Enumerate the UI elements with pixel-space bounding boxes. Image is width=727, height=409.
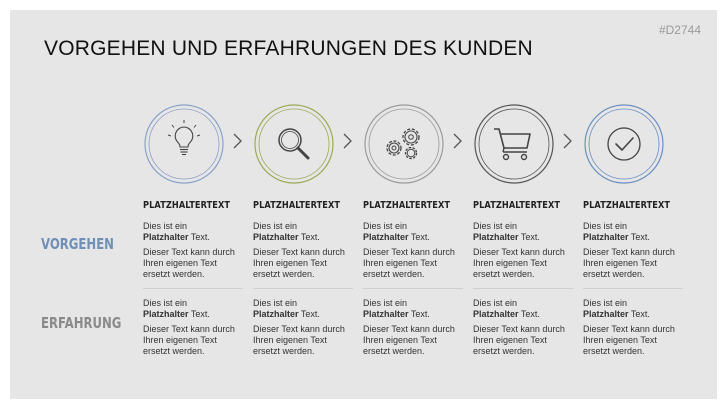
- text-tail: Text.: [518, 232, 540, 242]
- step-column: PLATZHALTERTEXT Dies ist ein Platzhalter…: [583, 200, 683, 357]
- bold-word: Platzhalter: [473, 232, 519, 242]
- text-line: Platzhalter Text.: [583, 309, 683, 320]
- text-paragraph: Dieser Text kann durch Ihren eigenen Tex…: [583, 247, 675, 279]
- erfahrung-text: Dies ist ein Platzhalter Text. Dieser Te…: [143, 298, 243, 357]
- step-heading: PLATZHALTERTEXT: [143, 200, 231, 211]
- lightbulb-icon: [144, 104, 224, 184]
- vorgehen-text: Dies ist ein Platzhalter Text. Dieser Te…: [363, 221, 463, 280]
- text-paragraph: Dieser Text kann durch Ihren eigenen Tex…: [143, 247, 235, 279]
- bold-word: Platzhalter: [583, 309, 629, 319]
- chevron-right-icon: [343, 133, 352, 149]
- text-paragraph: Dieser Text kann durch Ihren eigenen Tex…: [363, 247, 455, 279]
- gears-icon: [364, 104, 444, 184]
- text-line: Platzhalter Text.: [473, 309, 573, 320]
- bold-word: Platzhalter: [253, 232, 299, 242]
- magnifier-icon: [254, 104, 334, 184]
- bold-word: Platzhalter: [143, 232, 189, 242]
- vorgehen-text: Dies ist ein Platzhalter Text. Dieser Te…: [583, 221, 683, 280]
- text-paragraph: Dieser Text kann durch Ihren eigenen Tex…: [253, 247, 345, 279]
- text-line: Dies ist ein: [583, 298, 628, 308]
- text-paragraph: Dieser Text kann durch Ihren eigenen Tex…: [583, 324, 675, 356]
- bold-word: Platzhalter: [363, 232, 409, 242]
- separator: [363, 288, 463, 289]
- shopping-cart-icon: [474, 104, 554, 184]
- text-paragraph: Dieser Text kann durch Ihren eigenen Tex…: [363, 324, 455, 356]
- step-heading: PLATZHALTERTEXT: [253, 200, 341, 211]
- text-paragraph: Dieser Text kann durch Ihren eigenen Tex…: [143, 324, 235, 356]
- chevron-right-icon: [233, 133, 242, 149]
- step-3-icon-circle: [363, 103, 445, 185]
- text-tail: Text.: [298, 232, 320, 242]
- erfahrung-text: Dies ist ein Platzhalter Text. Dieser Te…: [583, 298, 683, 357]
- step-column: PLATZHALTERTEXT Dies ist ein Platzhalter…: [363, 200, 463, 357]
- text-line: Platzhalter Text.: [363, 309, 463, 320]
- step-heading: PLATZHALTERTEXT: [473, 200, 561, 211]
- separator: [253, 288, 353, 289]
- step-4-icon-circle: [473, 103, 555, 185]
- text-tail: Text.: [408, 309, 430, 319]
- text-tail: Text.: [408, 232, 430, 242]
- step-column: PLATZHALTERTEXT Dies ist ein Platzhalter…: [253, 200, 353, 357]
- vorgehen-text: Dies ist ein Platzhalter Text. Dieser Te…: [473, 221, 573, 280]
- bold-word: Platzhalter: [473, 309, 519, 319]
- text-line: Dies ist ein: [363, 298, 408, 308]
- text-paragraph: Dieser Text kann durch Ihren eigenen Tex…: [473, 324, 565, 356]
- text-line: Dies ist ein: [143, 298, 188, 308]
- text-line: Platzhalter Text.: [143, 232, 243, 243]
- text-line: Dies ist ein: [363, 221, 408, 231]
- chevron-right-icon: [563, 133, 572, 149]
- text-line: Platzhalter Text.: [473, 232, 573, 243]
- vorgehen-text: Dies ist ein Platzhalter Text. Dieser Te…: [253, 221, 353, 280]
- row-label-vorgehen: VORGEHEN: [41, 235, 114, 253]
- text-tail: Text.: [188, 232, 210, 242]
- erfahrung-text: Dies ist ein Platzhalter Text. Dieser Te…: [473, 298, 573, 357]
- step-column: PLATZHALTERTEXT Dies ist ein Platzhalter…: [473, 200, 573, 357]
- separator: [473, 288, 573, 289]
- erfahrung-text: Dies ist ein Platzhalter Text. Dieser Te…: [253, 298, 353, 357]
- text-line: Dies ist ein: [253, 298, 298, 308]
- slide-code: #D2744: [658, 23, 701, 37]
- slide-title: VORGEHEN UND ERFAHRUNGEN DES KUNDEN: [44, 37, 533, 60]
- bold-word: Platzhalter: [253, 309, 299, 319]
- checkmark-icon: [584, 104, 664, 184]
- text-line: Platzhalter Text.: [583, 232, 683, 243]
- step-5-icon-circle: [583, 103, 665, 185]
- separator: [583, 288, 683, 289]
- text-line: Dies ist ein: [473, 221, 518, 231]
- text-line: Platzhalter Text.: [143, 309, 243, 320]
- step-column: PLATZHALTERTEXT Dies ist ein Platzhalter…: [143, 200, 243, 357]
- text-tail: Text.: [628, 232, 650, 242]
- row-label-erfahrung: ERFAHRUNG: [41, 314, 122, 332]
- step-heading: PLATZHALTERTEXT: [363, 200, 451, 211]
- text-tail: Text.: [188, 309, 210, 319]
- text-line: Dies ist ein: [583, 221, 628, 231]
- separator: [143, 288, 243, 289]
- text-paragraph: Dieser Text kann durch Ihren eigenen Tex…: [473, 247, 565, 279]
- text-line: Platzhalter Text.: [253, 309, 353, 320]
- vorgehen-text: Dies ist ein Platzhalter Text. Dieser Te…: [143, 221, 243, 280]
- bold-word: Platzhalter: [143, 309, 189, 319]
- erfahrung-text: Dies ist ein Platzhalter Text. Dieser Te…: [363, 298, 463, 357]
- bold-word: Platzhalter: [363, 309, 409, 319]
- step-2-icon-circle: [253, 103, 335, 185]
- text-line: Dies ist ein: [143, 221, 188, 231]
- step-1-icon-circle: [143, 103, 225, 185]
- text-tail: Text.: [628, 309, 650, 319]
- step-heading: PLATZHALTERTEXT: [583, 200, 671, 211]
- bold-word: Platzhalter: [583, 232, 629, 242]
- text-line: Platzhalter Text.: [253, 232, 353, 243]
- text-paragraph: Dieser Text kann durch Ihren eigenen Tex…: [253, 324, 345, 356]
- slide: #D2744 VORGEHEN UND ERFAHRUNGEN DES KUND…: [10, 10, 717, 399]
- text-line: Platzhalter Text.: [363, 232, 463, 243]
- text-tail: Text.: [298, 309, 320, 319]
- text-line: Dies ist ein: [473, 298, 518, 308]
- chevron-right-icon: [453, 133, 462, 149]
- text-line: Dies ist ein: [253, 221, 298, 231]
- text-tail: Text.: [518, 309, 540, 319]
